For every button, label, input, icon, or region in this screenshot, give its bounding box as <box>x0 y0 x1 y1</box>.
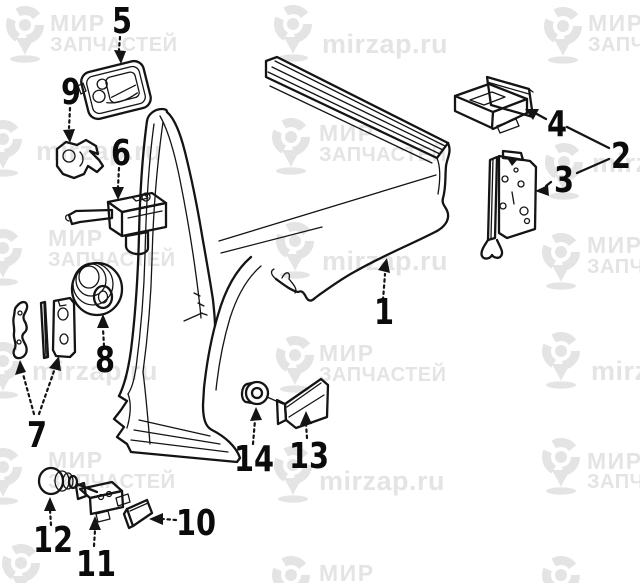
watermark-url: mirzap.ru <box>322 29 448 59</box>
part-9-bracket-art <box>55 138 105 180</box>
part-5-fuel-door-art <box>80 59 152 121</box>
callout-13: 13 <box>289 435 329 477</box>
watermark-brand: МИР <box>587 232 640 258</box>
watermark-brand: МИР <box>319 560 375 583</box>
watermark-brand: МИР <box>50 10 106 36</box>
callout-labels: 5 9 6 7 8 12 11 10 14 13 1 4 3 2 <box>27 0 631 583</box>
callout-3: 3 <box>554 159 574 201</box>
watermark-brand: МИР <box>587 448 640 474</box>
callout-14: 14 <box>234 438 274 480</box>
callout-arrows <box>15 35 611 548</box>
callout-8: 8 <box>95 339 115 381</box>
callout-2: 2 <box>611 135 631 177</box>
callout-11: 11 <box>76 543 116 583</box>
watermark-brand: ЗАПЧАСТЕЙ <box>50 32 177 56</box>
watermark-brand: ЗАПЧАСТЕЙ <box>587 469 640 493</box>
part-4-bracket-art <box>453 75 535 134</box>
part-7-strips-art <box>12 296 77 360</box>
part-11-bracket-art <box>74 480 131 523</box>
part-8-grommet-cup-art <box>70 261 124 317</box>
watermark-brand: МИР <box>319 340 375 366</box>
part-13-plate-art <box>275 377 330 430</box>
watermark-url: mirzap.ru <box>319 466 445 496</box>
part-1-quarter-panel-art <box>112 55 451 464</box>
callout-6: 6 <box>111 132 131 174</box>
callout-9: 9 <box>61 71 81 113</box>
watermark-brand: МИР <box>48 225 104 251</box>
watermark-brand: ЗАПЧАСТЕЙ <box>588 32 640 56</box>
part-3-pillar-bracket-art <box>480 149 538 260</box>
part-6-latch-art <box>64 191 168 256</box>
part-12-plug-art <box>37 466 99 496</box>
callout-1: 1 <box>374 291 394 333</box>
part-14-grommet-art <box>240 380 284 406</box>
callout-10: 10 <box>176 502 216 544</box>
callout-5: 5 <box>112 0 132 42</box>
callout-12: 12 <box>33 519 73 561</box>
callout-7: 7 <box>27 414 47 456</box>
watermark-brand: ЗАПЧАСТЕЙ <box>587 254 640 278</box>
part-10-wedge-art <box>122 498 154 530</box>
watermark-url: mirzap.ru <box>591 356 640 386</box>
watermark-brand: ЗАПЧАСТЕЙ <box>319 362 446 386</box>
callout-4: 4 <box>547 103 567 145</box>
part-5-tab-art <box>77 82 87 95</box>
watermark-brand: МИР <box>588 10 640 36</box>
watermark-brand: ЗАПЧАСТЕЙ <box>319 142 446 166</box>
